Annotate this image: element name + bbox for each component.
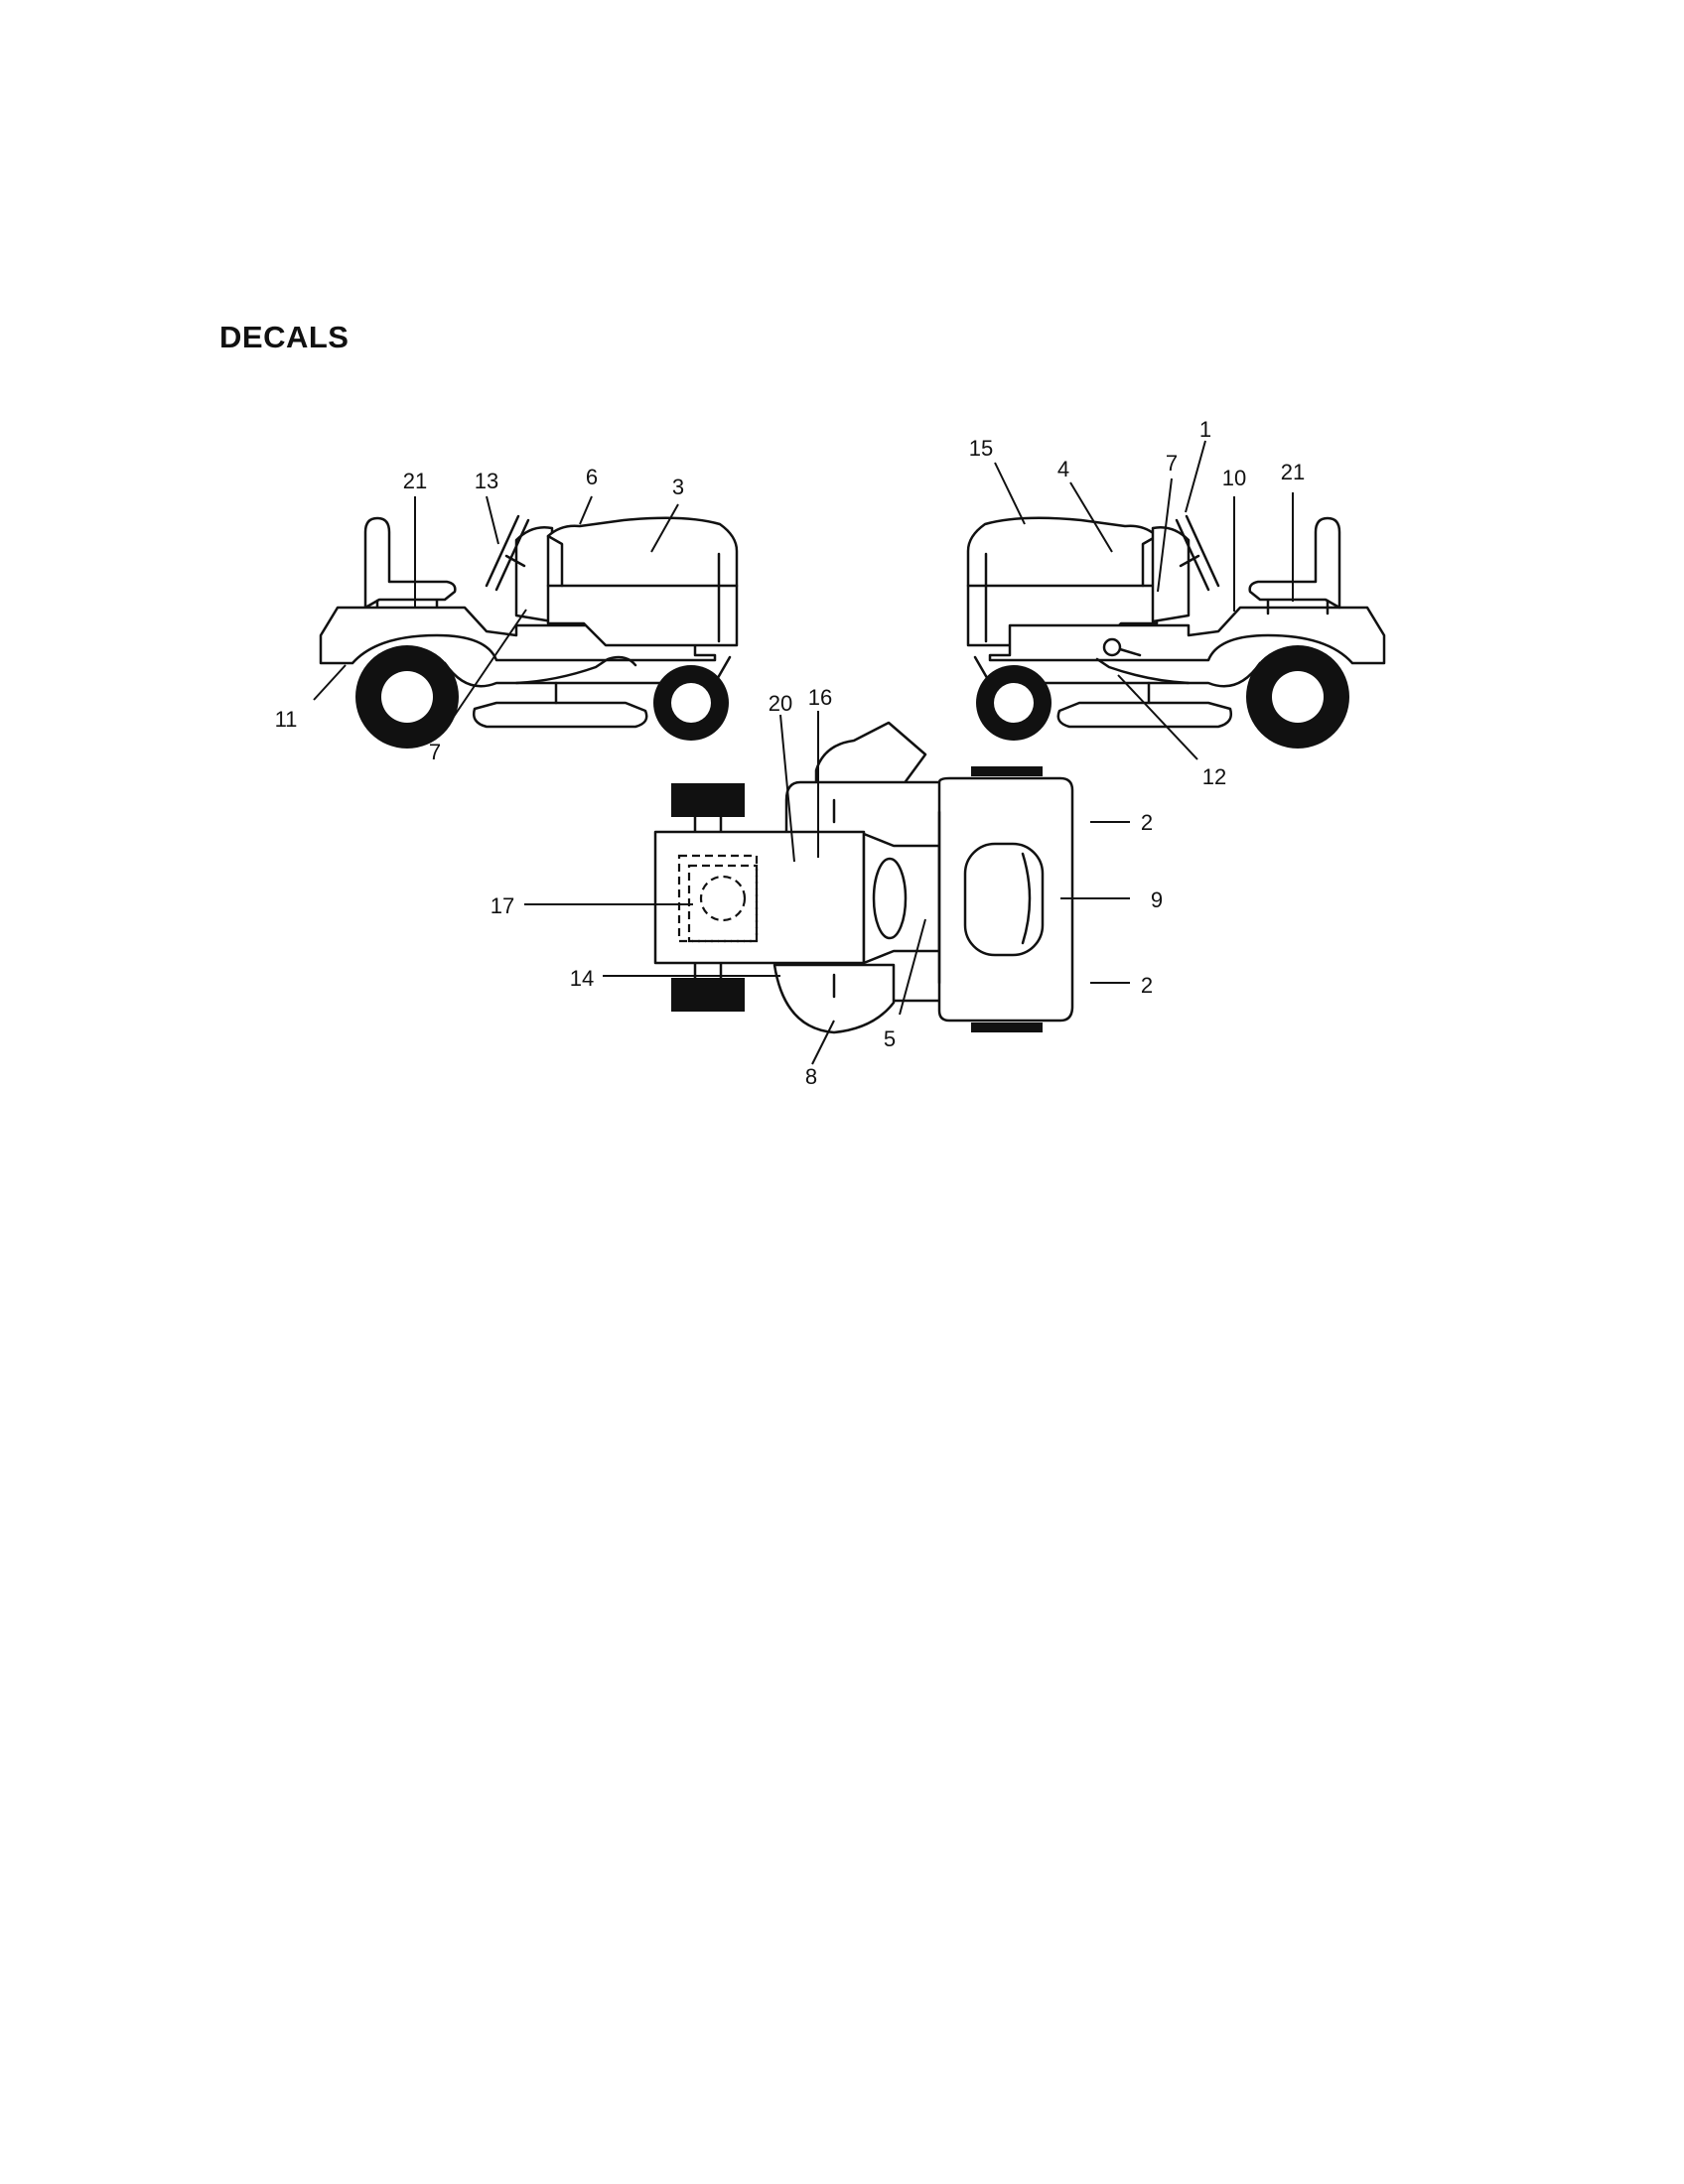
callout-2-bottom: 2 [1141, 973, 1153, 998]
callout-3: 3 [672, 475, 684, 499]
callout-4: 4 [1057, 457, 1069, 481]
callout-1: 1 [1199, 417, 1211, 442]
callout-21-left: 21 [403, 469, 427, 493]
callout-6: 6 [586, 465, 598, 489]
callout-16: 16 [808, 685, 832, 710]
callout-11: 11 [275, 707, 298, 732]
callout-2-top: 2 [1141, 810, 1153, 835]
tractor-left-side-view [319, 514, 739, 749]
tractor-right-side-view [966, 514, 1386, 749]
callout-7-left: 7 [429, 740, 441, 764]
callout-17: 17 [491, 893, 514, 918]
callout-20: 20 [769, 691, 792, 716]
callout-9: 9 [1151, 887, 1163, 912]
callout-13: 13 [475, 469, 498, 493]
callout-21-right: 21 [1281, 460, 1305, 484]
callout-7-right: 7 [1166, 451, 1178, 476]
page-title: DECALS [219, 320, 350, 354]
callout-14: 14 [570, 966, 594, 991]
callout-8: 8 [805, 1064, 817, 1089]
callout-10: 10 [1222, 466, 1246, 490]
callout-15: 15 [969, 436, 993, 461]
tractor-top-view [653, 721, 1074, 1034]
callout-5: 5 [884, 1026, 896, 1051]
callout-12: 12 [1202, 764, 1226, 789]
